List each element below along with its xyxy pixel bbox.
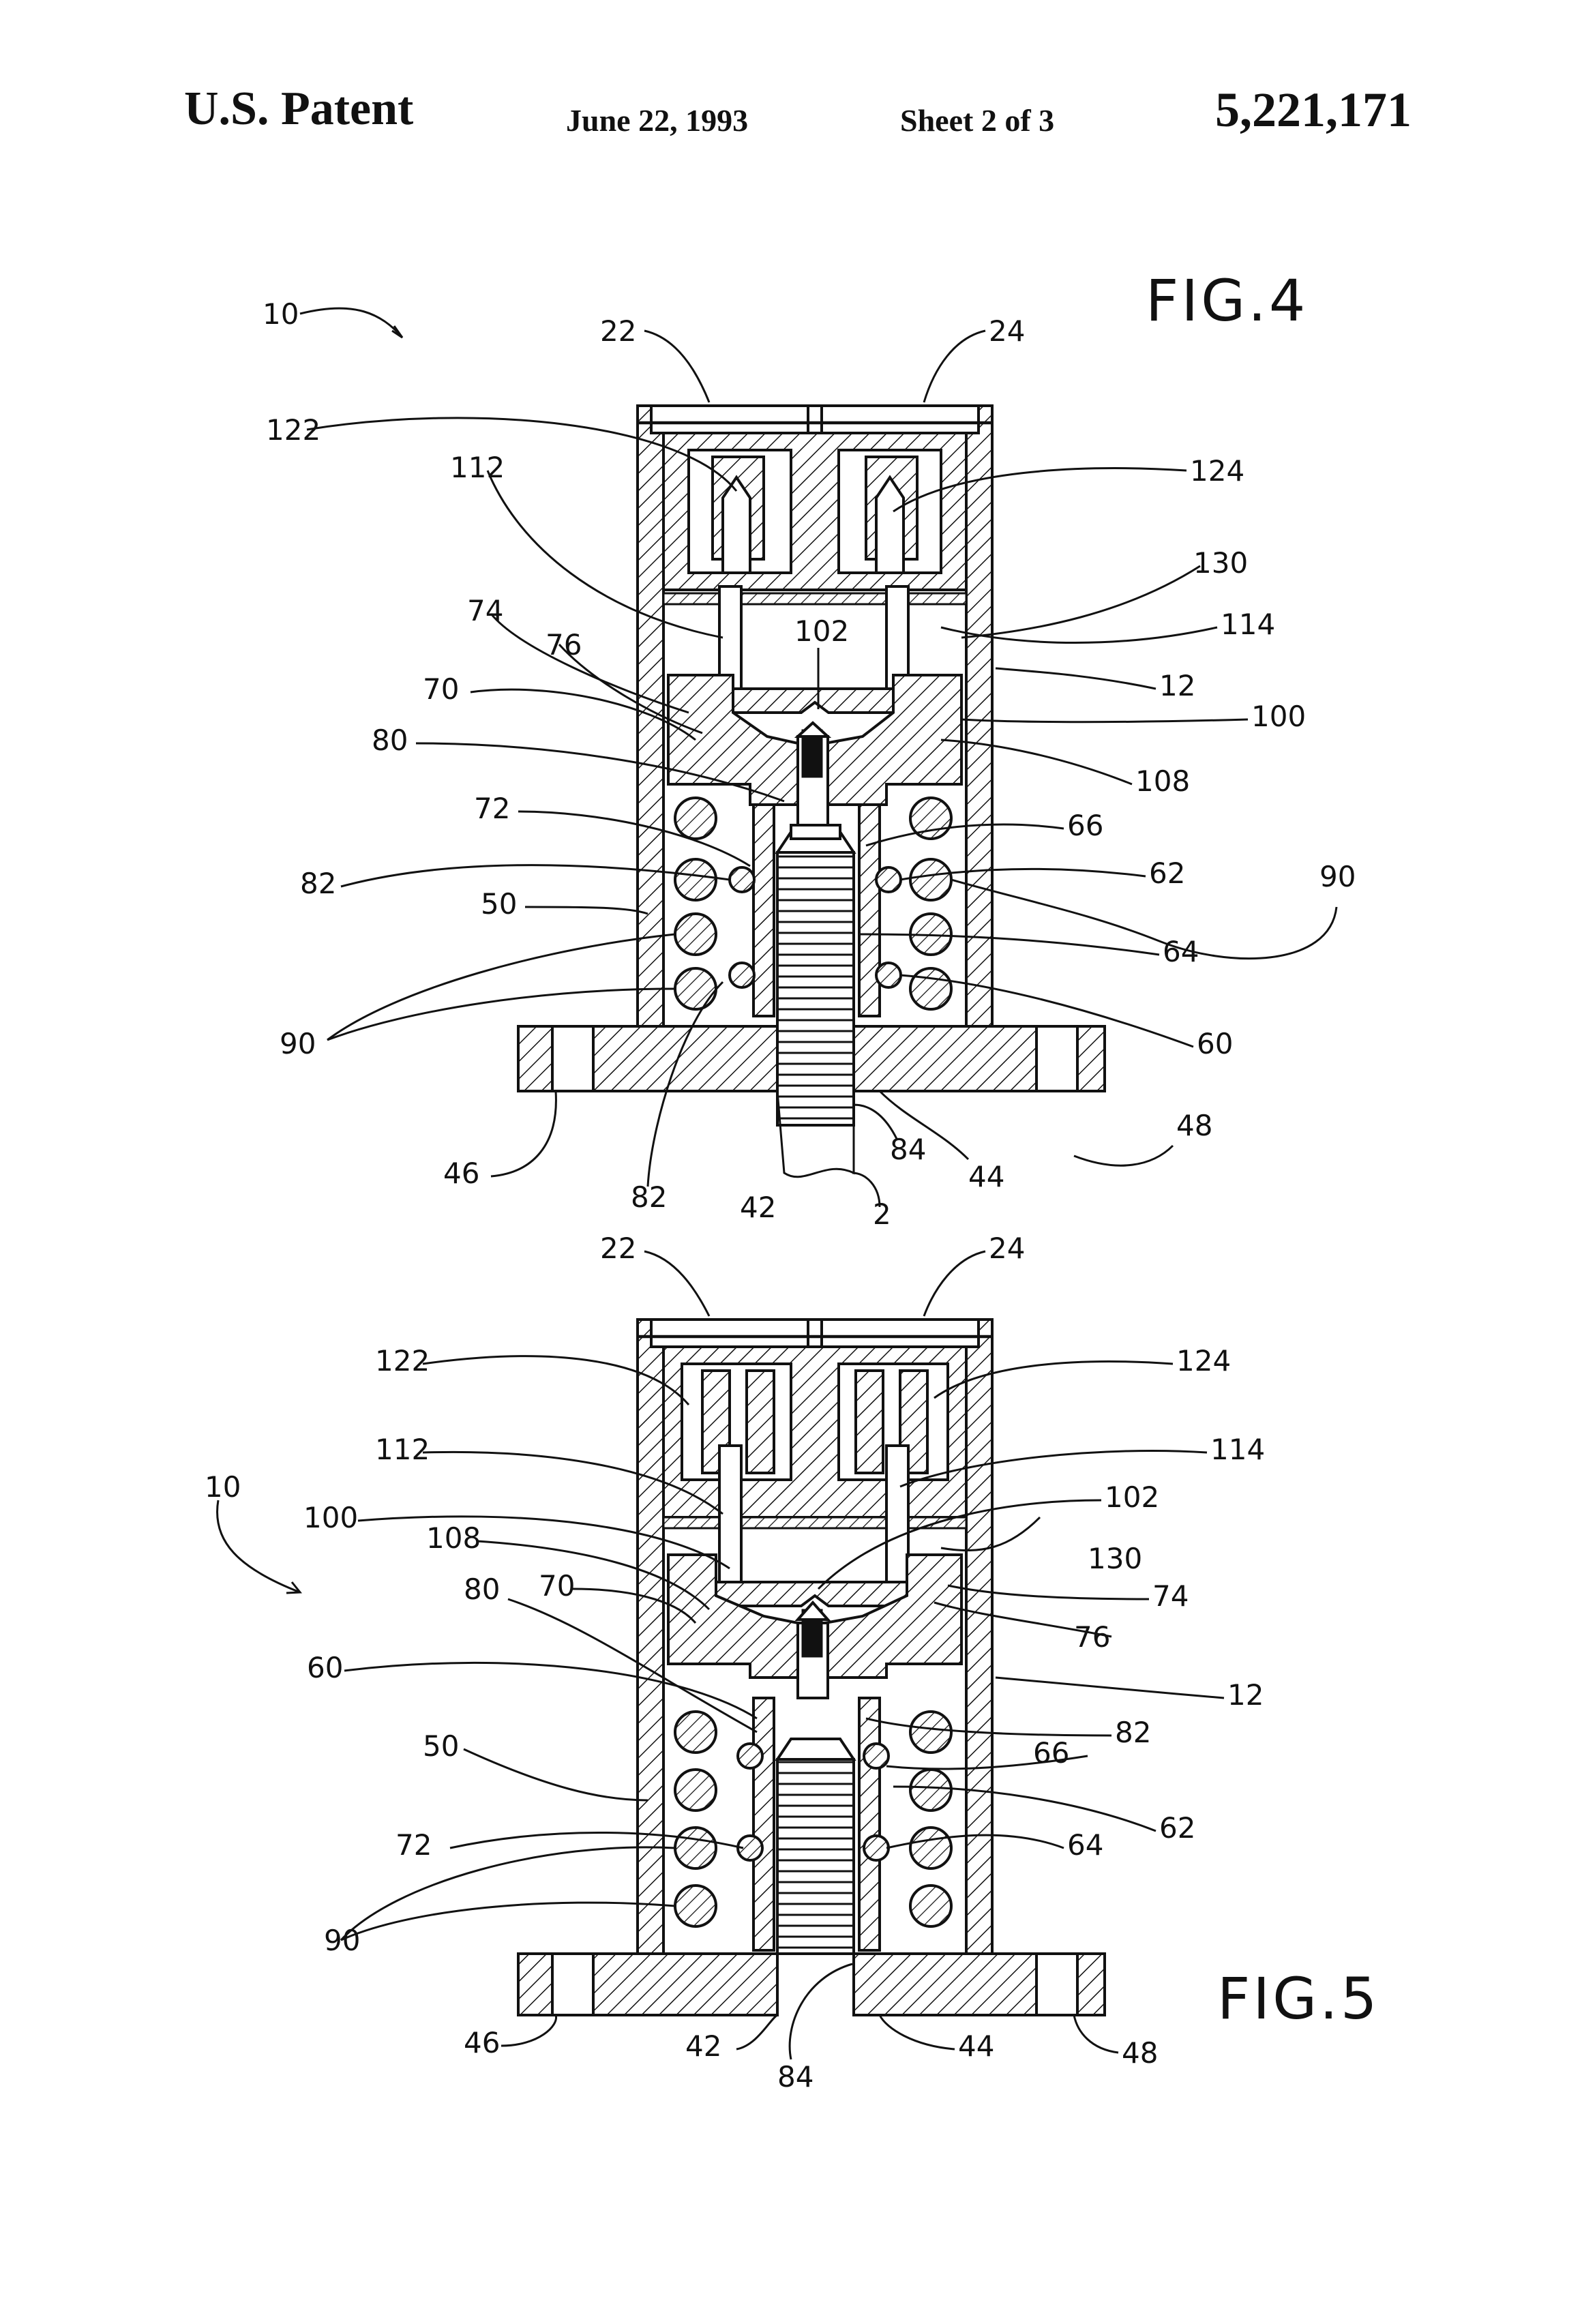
fig5-label-80: 80 — [464, 1573, 500, 1606]
fig5-hole-46 — [552, 1954, 593, 2015]
fig4-label-72: 72 — [474, 792, 510, 825]
fig5-label-62: 62 — [1159, 1811, 1195, 1845]
figure-5-title: FIG.5 — [1217, 1965, 1379, 2032]
fig5-wire-114 — [886, 1446, 908, 1596]
fig4-hole-46 — [552, 1026, 593, 1091]
fig4-label-70: 70 — [423, 672, 459, 706]
figure-5: FIG.5 — [205, 1232, 1379, 2094]
fig4-label-102: 102 — [794, 614, 849, 648]
fig5-label-64: 64 — [1067, 1828, 1103, 1862]
fig5-label-108: 108 — [426, 1521, 481, 1555]
fig4-label-90-left: 90 — [280, 1027, 316, 1060]
fig4-label-42: 42 — [740, 1191, 776, 1224]
fig5-label-70: 70 — [539, 1569, 575, 1603]
fig5-label-42: 42 — [685, 2029, 721, 2063]
fig4-label-12: 12 — [1159, 669, 1195, 702]
fig5-label-44: 44 — [958, 2029, 994, 2063]
fig4-label-82-bottom: 82 — [631, 1180, 667, 1214]
fig5-hole-48 — [1036, 1954, 1077, 2015]
fig4-seal-130 — [663, 593, 966, 604]
fig5-label-112: 112 — [375, 1433, 430, 1466]
fig4-label-82: 82 — [300, 867, 336, 900]
fig5-label-130: 130 — [1088, 1542, 1142, 1575]
fig5-label-48: 48 — [1122, 2036, 1158, 2070]
fig4-label-48: 48 — [1176, 1109, 1212, 1142]
fig5-label-82: 82 — [1115, 1716, 1151, 1749]
fig5-label-102: 102 — [1105, 1480, 1159, 1514]
fig4-label-44: 44 — [968, 1160, 1004, 1193]
fig5-label-100: 100 — [303, 1501, 358, 1534]
fig4-label-24: 24 — [989, 314, 1025, 348]
fig4-spring-90 — [675, 798, 716, 839]
fig4-cap-24 — [822, 406, 979, 433]
fig5-label-10: 10 — [205, 1470, 241, 1504]
fig4-label-2: 2 — [873, 1197, 891, 1231]
fig4-cap-22 — [651, 406, 808, 433]
fig4-label-60: 60 — [1197, 1027, 1233, 1060]
fig5-label-90: 90 — [324, 1924, 360, 1957]
fig5-seal-130 — [663, 1517, 966, 1528]
fig4-label-10: 10 — [263, 297, 299, 331]
fig4-hole-48 — [1036, 1026, 1077, 1091]
fig5-label-84: 84 — [777, 2060, 814, 2094]
fig5-label-122: 122 — [375, 1344, 430, 1377]
fig5-label-114: 114 — [1210, 1433, 1265, 1466]
fig4-ball-82 — [730, 867, 754, 892]
fig4-label-130: 130 — [1193, 546, 1248, 580]
fig4-label-46: 46 — [443, 1157, 479, 1190]
fig4-label-108: 108 — [1135, 764, 1190, 798]
fig5-label-66: 66 — [1033, 1736, 1069, 1770]
fig4-label-80: 80 — [372, 724, 408, 757]
fig5-label-22: 22 — [600, 1232, 636, 1265]
figure-4-title: FIG.4 — [1146, 267, 1308, 334]
fig5-label-76: 76 — [1074, 1620, 1110, 1654]
fig4-label-90-right: 90 — [1319, 860, 1356, 893]
figure-4: FIG.4 — [263, 267, 1356, 1231]
fig5-label-72: 72 — [395, 1828, 432, 1862]
fig4-label-64: 64 — [1163, 935, 1199, 968]
fig5-ball-82 — [738, 1744, 762, 1768]
fig4-label-112: 112 — [450, 451, 505, 484]
fig5-label-24: 24 — [989, 1232, 1025, 1265]
fig5-label-60: 60 — [307, 1651, 343, 1684]
fig5-cap-22 — [651, 1320, 808, 1347]
fig5-contact-124 — [856, 1371, 883, 1473]
fig4-label-84: 84 — [890, 1133, 926, 1166]
fig4-label-50: 50 — [481, 887, 517, 921]
fig4-label-62: 62 — [1149, 856, 1185, 890]
fig5-stud-42 — [777, 1759, 854, 1954]
fig4-stud-42 — [777, 852, 854, 1125]
fig5-label-124: 124 — [1176, 1344, 1231, 1377]
fig4-label-66: 66 — [1067, 809, 1103, 842]
fig5-label-50: 50 — [423, 1729, 459, 1763]
fig4-label-22: 22 — [600, 314, 636, 348]
fig5-cap-24 — [822, 1320, 979, 1347]
fig4-label-124: 124 — [1190, 454, 1244, 488]
fig5-label-46: 46 — [464, 2026, 500, 2059]
fig5-spring-90 — [675, 1712, 716, 1753]
fig5-label-74: 74 — [1152, 1579, 1189, 1613]
fig4-label-74: 74 — [467, 594, 503, 627]
fig4-label-122: 122 — [266, 413, 320, 447]
fig4-label-114: 114 — [1221, 608, 1275, 641]
fig5-wire-112 — [719, 1446, 741, 1596]
fig4-label-76: 76 — [546, 628, 582, 661]
fig5-label-12: 12 — [1227, 1678, 1264, 1712]
fig4-label-100: 100 — [1251, 700, 1306, 733]
